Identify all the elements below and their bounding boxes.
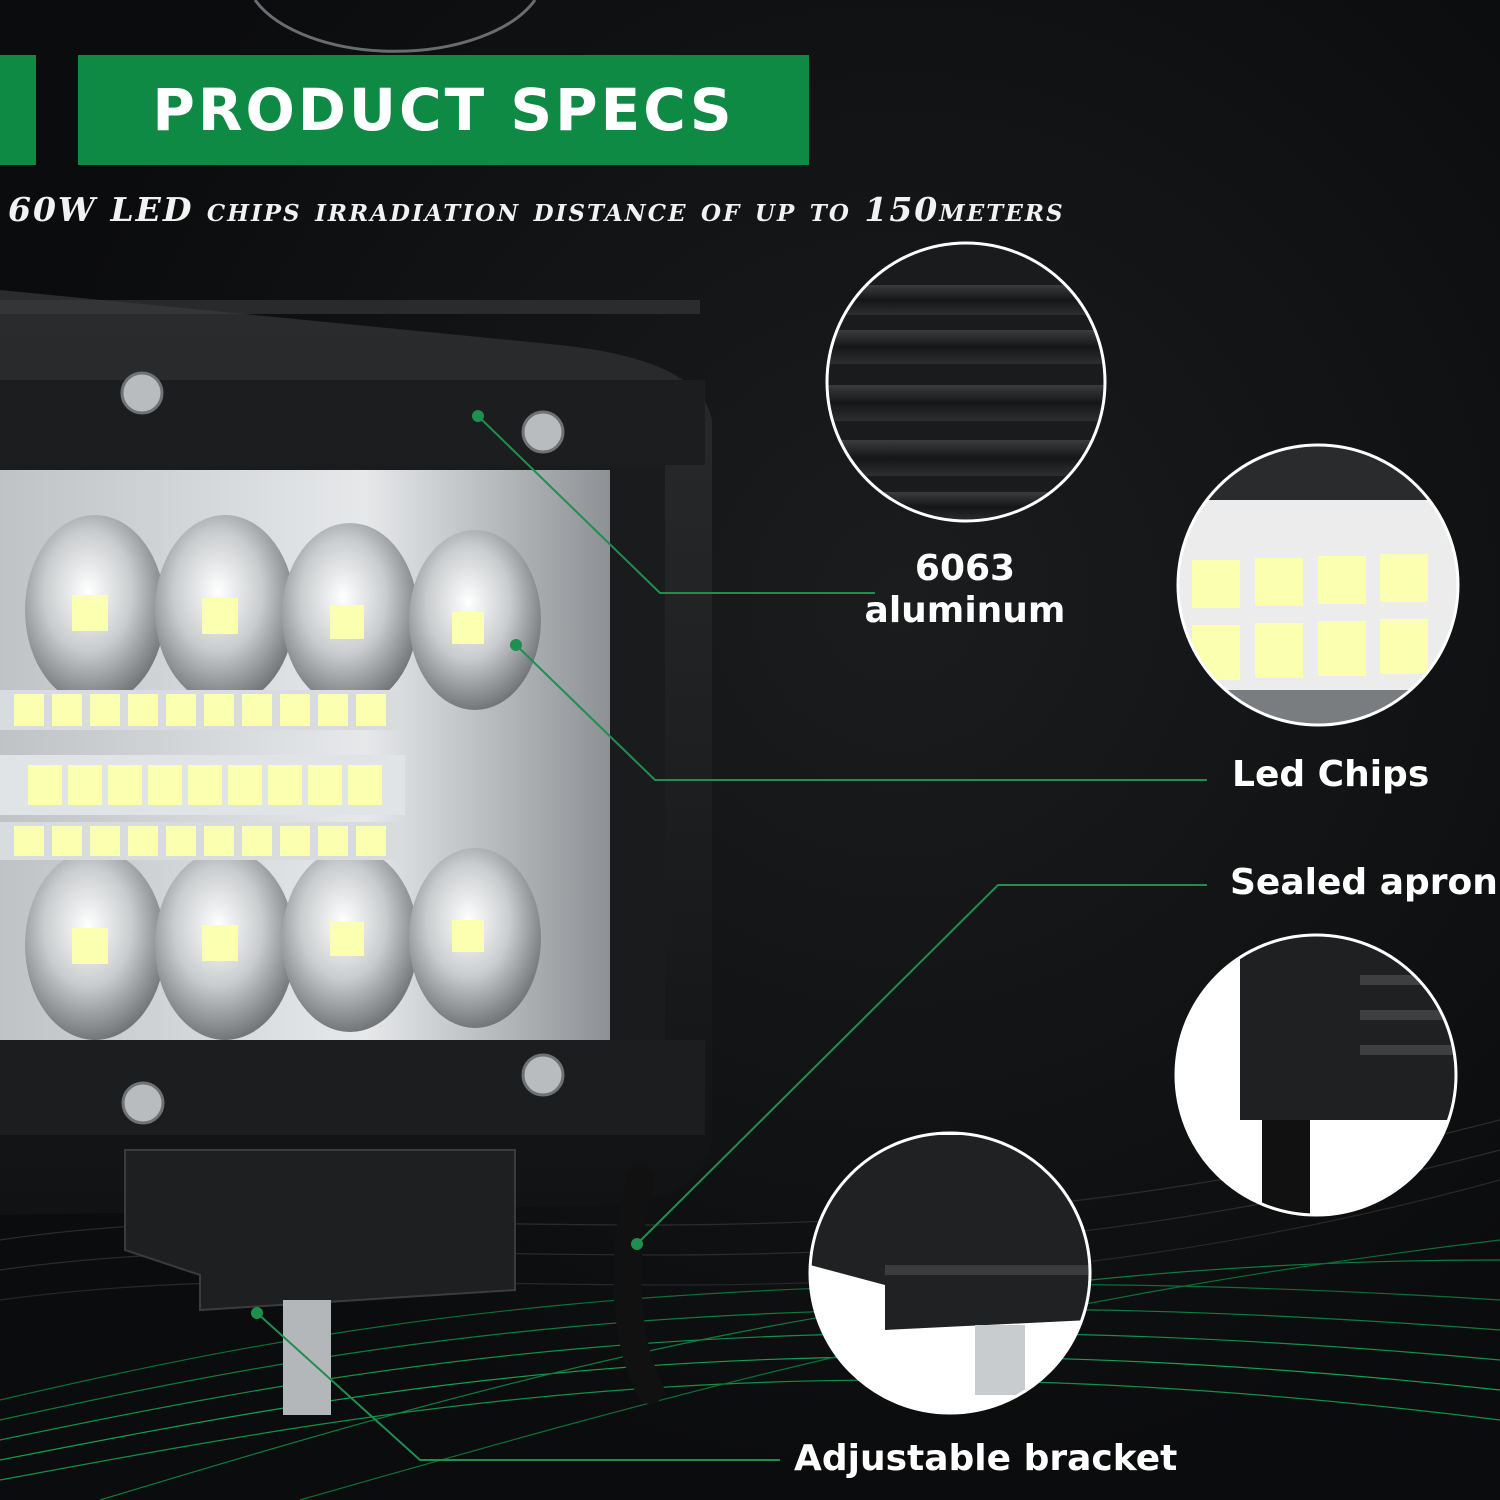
product-specs-banner: PRODUCT SPECS (78, 55, 809, 165)
zoom-led-chips (1176, 443, 1460, 727)
leader-dots (251, 410, 643, 1319)
light-bar (0, 290, 712, 1415)
banner-title: PRODUCT SPECS (152, 76, 735, 144)
power-cable (613, 1166, 664, 1404)
callout-sealed-apron: Sealed apron (1230, 862, 1498, 903)
lower-reflectors (25, 848, 541, 1040)
callout-aluminum: 6063 aluminum (860, 548, 1070, 632)
bolts (120, 371, 565, 1125)
callout-adjustable-bracket: Adjustable bracket (794, 1438, 1178, 1479)
leader-lines (256, 415, 1207, 1461)
callout-led-chips: Led Chips (1232, 754, 1430, 795)
zoom-aluminum (825, 241, 1107, 523)
top-arc-decoration (253, 0, 537, 53)
callout-aluminum-line2: aluminum (864, 590, 1066, 631)
upper-reflectors (25, 515, 541, 710)
callout-aluminum-line1: 6063 (914, 548, 1016, 589)
zoom-adjustable-bracket (808, 1131, 1092, 1415)
mount-bracket (124, 1149, 516, 1312)
banner-accent-stub (0, 55, 36, 165)
spec-subtitle: 60W LED chips irradiation distance of up… (8, 190, 1065, 229)
center-chip-strips (0, 690, 405, 860)
zoom-sealed-apron (1174, 933, 1458, 1217)
